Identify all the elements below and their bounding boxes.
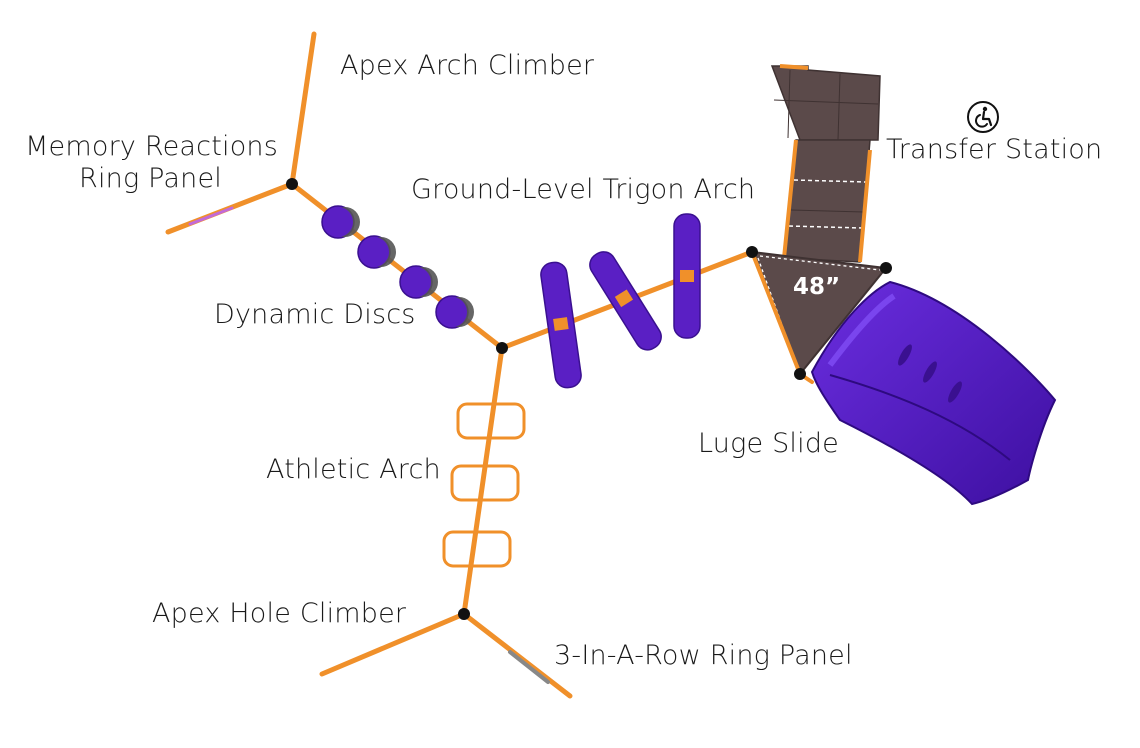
- trigon-arch-climbers: [540, 213, 701, 389]
- platform-height-label: 48”: [793, 274, 841, 300]
- label-memory-reactions-ring-panel: Memory Reactions Ring Panel: [20, 131, 278, 195]
- label-apex-hole-climber: Apex Hole Climber: [152, 598, 407, 629]
- label-athletic-arch: Athletic Arch: [266, 454, 441, 485]
- transfer-station-deck: [770, 64, 881, 263]
- dynamic-discs: [321, 205, 474, 329]
- label-apex-arch-climber: Apex Arch Climber: [340, 50, 595, 81]
- apex-hole-climber: [319, 611, 467, 677]
- athletic-arch-beam: [461, 345, 505, 617]
- luge-slide: [810, 280, 1057, 506]
- label-memory-reactions-line2: Ring Panel: [79, 162, 222, 194]
- label-memory-reactions-line1: Memory Reactions: [25, 131, 278, 162]
- label-transfer-station: Transfer Station: [886, 134, 1103, 165]
- wheelchair-accessibility-icon: [966, 100, 1000, 134]
- athletic-arch-rungs: [442, 402, 526, 568]
- label-luge-slide: Luge Slide: [698, 428, 839, 459]
- apex-arch-climber: [289, 31, 317, 187]
- joints: [286, 178, 892, 620]
- three-in-a-row-panel: [461, 611, 573, 699]
- triangle-platform: [750, 250, 888, 376]
- memory-reactions-panel: [165, 181, 295, 235]
- label-ground-level-trigon-arch: Ground-Level Trigon Arch: [411, 174, 756, 205]
- label-three-in-a-row-ring-panel: 3-In-A-Row Ring Panel: [554, 640, 853, 671]
- label-dynamic-discs: Dynamic Discs: [214, 299, 416, 330]
